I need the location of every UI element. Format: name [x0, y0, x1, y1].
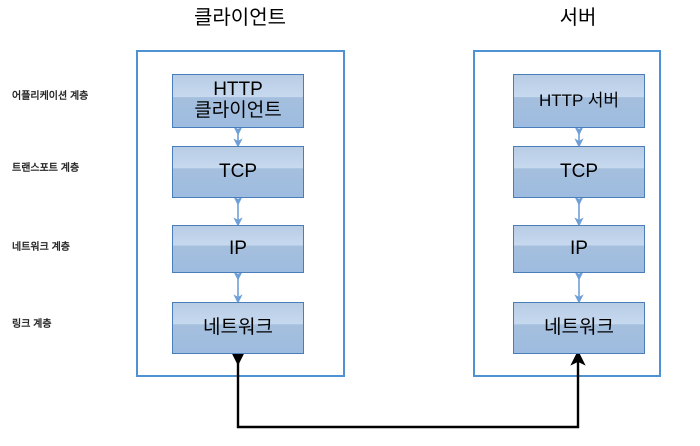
- server-box-network[interactable]: 네트워크: [513, 302, 645, 354]
- client-box-tcp-label: TCP: [219, 160, 257, 182]
- server-box-tcp-label: TCP: [560, 160, 598, 182]
- client-box-http-client-line1: HTTP: [213, 79, 263, 101]
- client-box-network[interactable]: 네트워크: [172, 302, 304, 354]
- layer-label-network: 네트워크 계층: [12, 242, 70, 253]
- server-box-tcp[interactable]: TCP: [513, 146, 645, 198]
- client-box-network-label: 네트워크: [203, 316, 273, 338]
- server-box-ip[interactable]: IP: [513, 225, 645, 273]
- layer-label-link: 링크 계층: [12, 319, 52, 330]
- physical-link-connector: [230, 350, 586, 429]
- column-title-server: 서버: [559, 7, 597, 29]
- layer-label-transport: 트랜스포트 계층: [12, 163, 80, 174]
- client-box-ip[interactable]: IP: [172, 225, 304, 273]
- server-box-http-server-label: HTTP 서버: [538, 90, 620, 110]
- server-box-ip-label: IP: [570, 237, 588, 259]
- layer-label-application: 어플리케이션 계층: [12, 91, 89, 102]
- client-box-tcp[interactable]: TCP: [172, 146, 304, 198]
- column-title-client: 클라이언트: [194, 7, 286, 29]
- client-box-http-client-line2: 클라이언트: [194, 100, 282, 121]
- client-box-ip-label: IP: [229, 237, 247, 259]
- server-box-network-label: 네트워크: [544, 316, 614, 338]
- server-box-http-server[interactable]: HTTP 서버: [513, 74, 645, 128]
